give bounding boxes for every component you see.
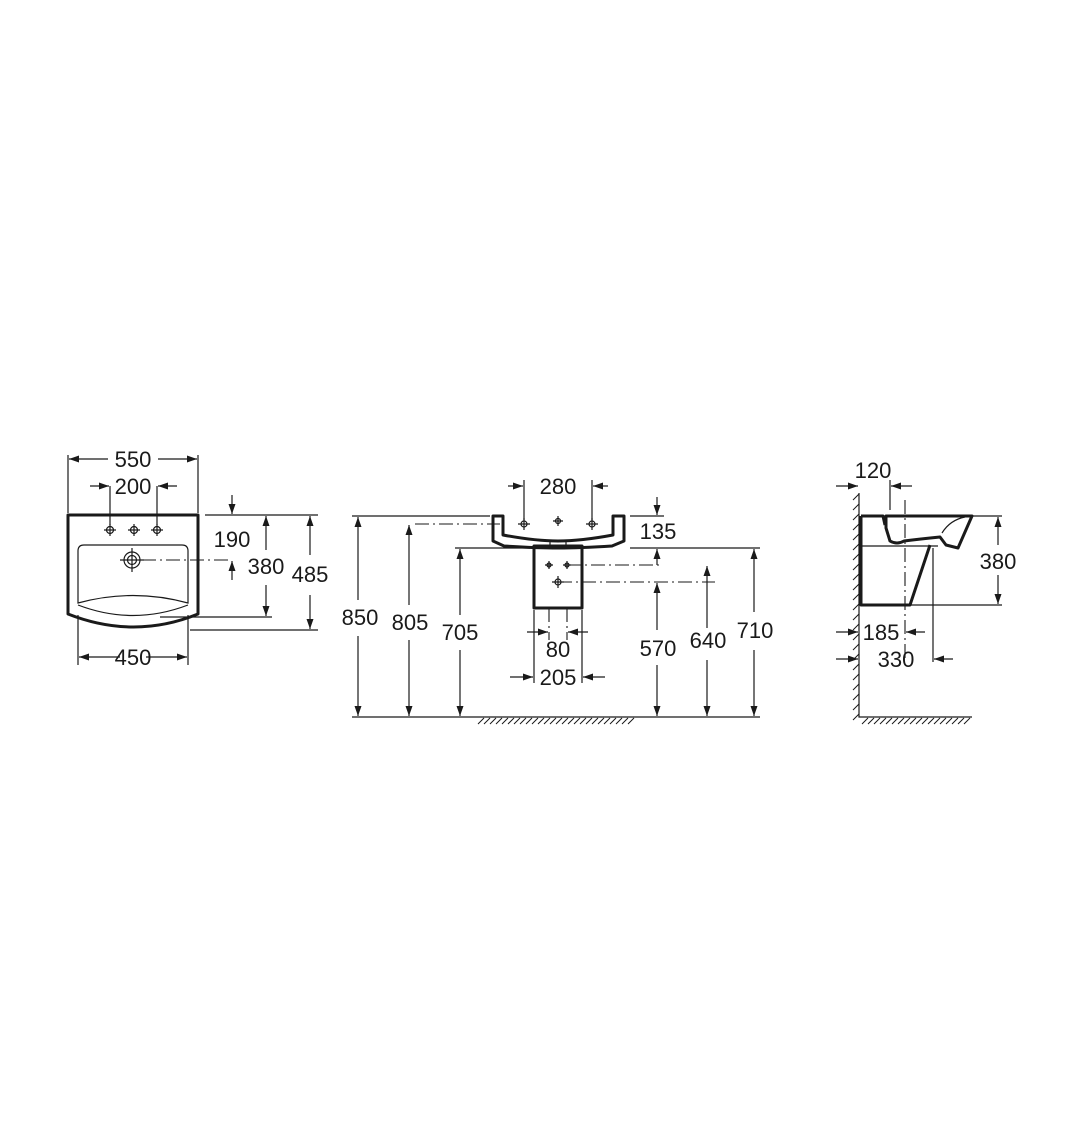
dim-tap-drain: 190	[214, 527, 251, 552]
dim-side-height: 380	[980, 549, 1017, 574]
bowl-outline	[77, 544, 189, 604]
dim-front-tap-spacing: 280	[540, 474, 577, 499]
dim-underside-height: 710	[737, 618, 774, 643]
tap-hole-icon	[151, 524, 163, 536]
floor-hatch	[476, 716, 640, 725]
dim-tap-from-wall: 120	[855, 458, 892, 483]
dim-bowl-depth: 380	[248, 554, 285, 579]
dim-bowl-width: 450	[115, 645, 152, 670]
basin-front-outline	[491, 514, 626, 550]
drain-icon	[120, 548, 144, 572]
dim-tap-spacing: 200	[115, 474, 152, 499]
plan-view: 550 200 450 190 380 485	[66, 447, 329, 670]
basin-side-outline	[859, 514, 932, 607]
side-view: 120 380 185 330	[836, 458, 1017, 725]
tap-hole-icon	[128, 524, 140, 536]
dim-basin-height: 135	[640, 519, 677, 544]
dim-drain-from-wall: 185	[863, 620, 900, 645]
dim-overall-depth: 485	[292, 562, 329, 587]
dim-supply-height: 570	[640, 636, 677, 661]
bowl-front-curve	[77, 604, 189, 617]
dim-pedestal-width: 205	[540, 665, 577, 690]
basin-bowl-profile	[884, 514, 974, 550]
front-view: 280 135 850 805 705 80 205 570 640 710	[342, 474, 774, 725]
dim-pedestal-top-height: 705	[442, 620, 479, 645]
dim-waste-spacing: 80	[546, 637, 570, 662]
dim-waste-height: 640	[690, 628, 727, 653]
tap-hole-icon	[104, 524, 116, 536]
dim-rim-height: 850	[342, 605, 379, 630]
wall-hatch	[852, 493, 972, 725]
basin-outline	[66, 513, 200, 629]
pedestal-outline	[532, 544, 584, 610]
dim-overall-width: 550	[115, 447, 152, 472]
tap-hole-icon	[553, 516, 563, 526]
dim-tap-hole-height: 805	[392, 610, 429, 635]
dim-pedestal-projection: 330	[878, 647, 915, 672]
